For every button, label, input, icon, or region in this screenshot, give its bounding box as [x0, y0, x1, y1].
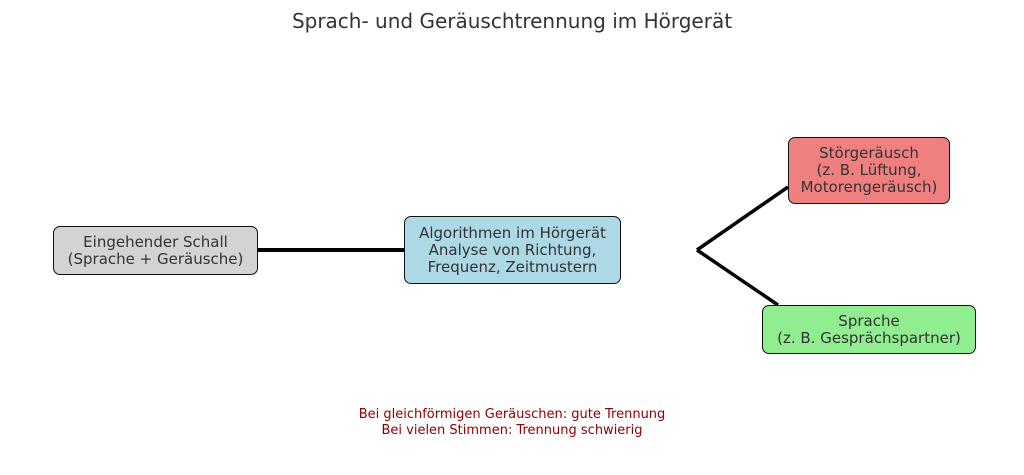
- node-text: (Sprache + Geräusche): [67, 249, 244, 268]
- node-text: (z. B. Gesprächspartner): [777, 328, 961, 347]
- node-text: Motorengeräusch): [800, 178, 938, 196]
- node-text: (z. B. Lüftung,: [816, 161, 922, 179]
- node-speech: Sprache (z. B. Gesprächspartner): [762, 305, 976, 354]
- node-text: Frequenz, Zeitmustern: [427, 257, 598, 276]
- connector-branch-noise: [696, 185, 789, 252]
- node-text: Eingehender Schall: [83, 232, 228, 251]
- footnote-line: Bei vielen Stimmen: Trennung schwierig: [381, 423, 643, 438]
- node-text: Störgeräusch: [819, 144, 919, 162]
- node-incoming-sound: Eingehender Schall (Sprache + Geräusche): [53, 226, 258, 275]
- connector-branch-speech: [696, 248, 779, 307]
- node-noise: Störgeräusch (z. B. Lüftung, Motorengerä…: [788, 137, 950, 204]
- footnote-line: Bei gleichförmigen Geräuschen: gute Tren…: [358, 407, 666, 422]
- node-text: Sprache: [838, 311, 900, 330]
- node-algorithms: Algorithmen im Hörgerät Analyse von Rich…: [404, 216, 621, 284]
- diagram-title: Sprach- und Geräuschtrennung im Hörgerät: [291, 9, 733, 33]
- footnote: Bei gleichförmigen Geräuschen: gute Tren…: [0, 407, 1024, 439]
- node-text: Analyse von Richtung,: [428, 240, 597, 259]
- node-text: Algorithmen im Hörgerät: [419, 223, 606, 242]
